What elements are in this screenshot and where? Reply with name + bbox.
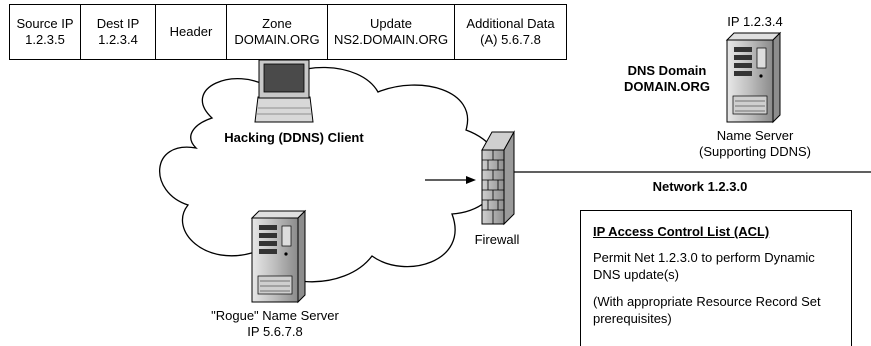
rogue-server-ip: IP 5.6.7.8 [247, 324, 303, 339]
field-title: Zone [262, 16, 292, 31]
network-cloud [159, 66, 502, 283]
acl-title: IP Access Control List (ACL) [593, 224, 770, 239]
dns-update-packet: Source IP 1.2.3.5 Dest IP 1.2.3.4 Header… [9, 4, 567, 60]
dns-domain-value: DOMAIN.ORG [624, 79, 710, 94]
field-value: 1.2.3.5 [25, 32, 65, 47]
name-server-subtitle: (Supporting DDNS) [699, 144, 811, 159]
firewall-icon [481, 130, 515, 226]
field-title: Source IP [16, 16, 74, 31]
name-server-ip: IP 1.2.3.4 [727, 14, 783, 29]
field-title: Header [169, 24, 213, 39]
field-value: (A) 5.6.7.8 [480, 32, 541, 47]
rogue-server-icon [250, 209, 307, 304]
field-title: Update [370, 16, 412, 31]
field-title: Additional Data [466, 16, 555, 31]
field-value: NS2.DOMAIN.ORG [333, 32, 449, 47]
dns-domain-title: DNS Domain [627, 63, 707, 78]
packet-field-zone: Zone DOMAIN.ORG [227, 5, 328, 59]
packet-field-update: Update NS2.DOMAIN.ORG [328, 5, 455, 59]
field-value: 1.2.3.4 [98, 32, 138, 47]
rogue-server-title: "Rogue" Name Server [211, 308, 339, 323]
acl-note: (With appropriate Resource Record Set pr… [593, 294, 821, 326]
packet-field-header: Header [156, 5, 227, 59]
packet-field-additional-data: Additional Data (A) 5.6.7.8 [455, 5, 566, 59]
hacking-client-label: Hacking (DDNS) Client [224, 130, 364, 145]
packet-field-dest-ip: Dest IP 1.2.3.4 [81, 5, 156, 59]
packet-field-source-ip: Source IP 1.2.3.5 [10, 5, 81, 59]
name-server-title: Name Server [716, 128, 794, 143]
rogue-server-label: "Rogue" Name Server IP 5.6.7.8 [200, 308, 350, 340]
name-server-label: Name Server (Supporting DDNS) [690, 128, 820, 160]
firewall-label: Firewall [474, 232, 520, 247]
name-server-icon [725, 31, 782, 124]
update-arrow [425, 176, 476, 184]
field-title: Dest IP [96, 16, 140, 31]
laptop-icon [254, 59, 314, 123]
dns-domain-label: DNS Domain DOMAIN.ORG [612, 63, 722, 95]
network-label: Network 1.2.3.0 [652, 179, 748, 194]
acl-rule: Permit Net 1.2.3.0 to perform Dynamic DN… [593, 250, 815, 282]
acl-box: IP Access Control List (ACL) Permit Net … [580, 210, 852, 346]
field-value: DOMAIN.ORG [234, 32, 320, 47]
